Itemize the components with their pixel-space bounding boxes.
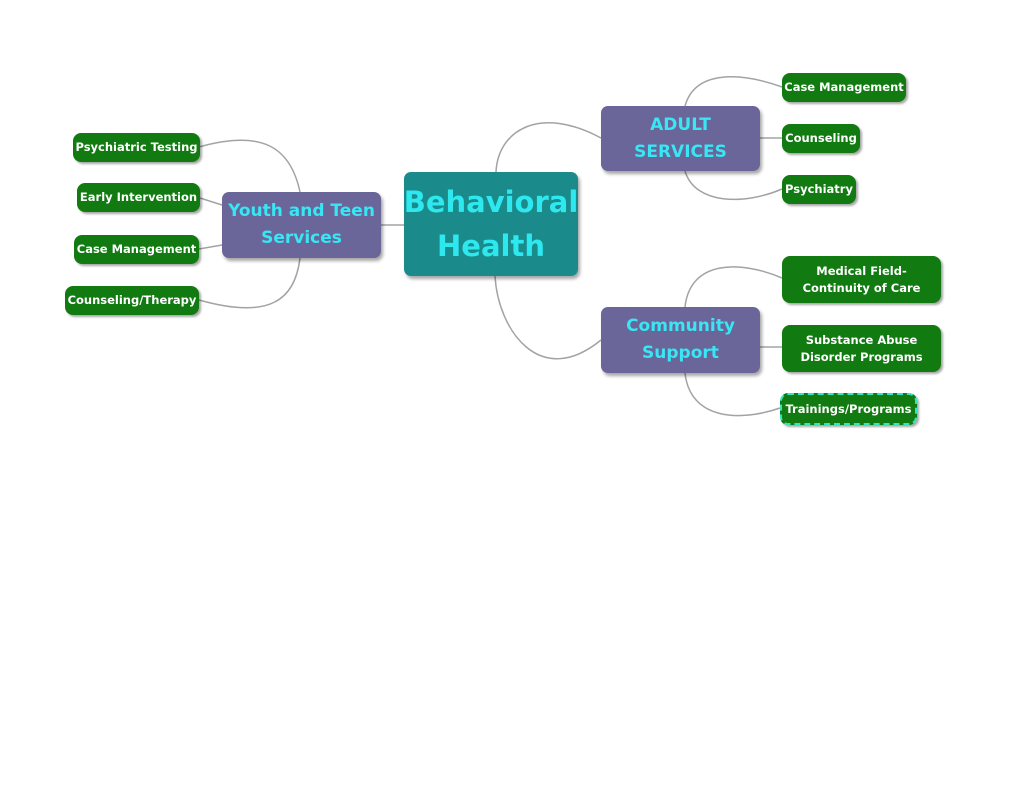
subtopic-label: Medical Field- Continuity of Care	[802, 263, 921, 295]
topic-community-support[interactable]: Community Support	[601, 307, 760, 373]
connector-community-trainings	[684, 372, 781, 417]
connector-adult-case-management	[684, 76, 783, 107]
subtopic-counseling[interactable]: Counseling	[782, 124, 860, 153]
subtopic-counseling-therapy[interactable]: Counseling/Therapy	[65, 286, 199, 315]
subtopic-label: Counseling/Therapy	[67, 293, 197, 307]
subtopic-label: Substance Abuse Disorder Programs	[800, 332, 923, 364]
connector-youth-psychiatric-testing	[198, 139, 301, 193]
connector-adult-psychiatry	[684, 170, 783, 201]
central-topic-behavioral-health[interactable]: Behavioral Health	[404, 172, 578, 276]
subtopic-label: Psychiatric Testing	[75, 140, 198, 154]
subtopic-early-intervention[interactable]: Early Intervention	[77, 183, 200, 212]
subtopic-medical-field-continuity[interactable]: Medical Field- Continuity of Care	[782, 256, 941, 303]
subtopic-trainings-programs[interactable]: Trainings/Programs	[780, 393, 917, 425]
subtopic-label: Case Management	[784, 80, 904, 94]
topic-youth-label: Youth and Teen Services	[228, 201, 375, 248]
connector-youth-case-management	[198, 244, 223, 250]
subtopic-label: Psychiatry	[785, 182, 853, 196]
connector-youth-counseling	[198, 257, 301, 309]
subtopic-substance-abuse-programs[interactable]: Substance Abuse Disorder Programs	[782, 325, 941, 372]
connector-youth-early-intervention	[199, 197, 223, 206]
connector-community-medical	[684, 266, 783, 308]
topic-youth-teen-services[interactable]: Youth and Teen Services	[222, 192, 381, 258]
subtopic-psychiatric-testing[interactable]: Psychiatric Testing	[73, 133, 200, 162]
subtopic-label: Trainings/Programs	[785, 401, 912, 416]
central-topic-label: Behavioral Health	[403, 185, 579, 263]
subtopic-label: Counseling	[785, 131, 857, 145]
subtopic-label: Early Intervention	[79, 190, 198, 204]
subtopic-psychiatry[interactable]: Psychiatry	[782, 175, 856, 204]
subtopic-label: Case Management	[76, 242, 197, 256]
topic-adult-services[interactable]: ADULT SERVICES	[601, 106, 760, 171]
topic-adult-label: ADULT SERVICES	[634, 114, 727, 162]
topic-community-label: Community Support	[626, 316, 735, 363]
subtopic-youth-case-management[interactable]: Case Management	[74, 235, 199, 264]
connector-central-community	[494, 275, 602, 360]
connector-central-adult	[495, 122, 602, 173]
subtopic-adult-case-management[interactable]: Case Management	[782, 73, 906, 102]
